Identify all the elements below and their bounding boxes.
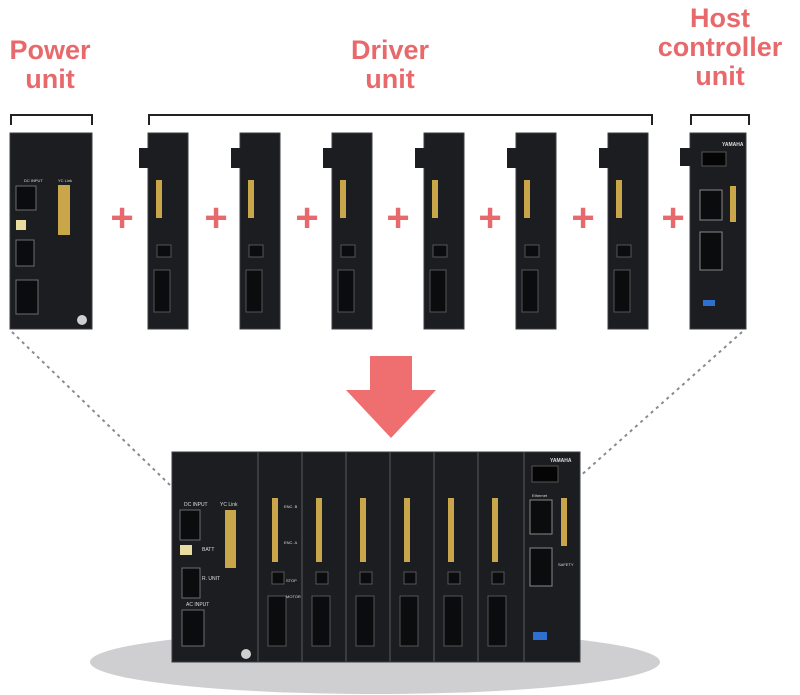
dc-input-text: DC INPUT xyxy=(24,178,43,183)
safety-text: SAFETY xyxy=(558,562,574,567)
motor-text: MOTOR xyxy=(286,594,301,599)
driver-unit-bracket xyxy=(148,114,653,125)
plus-sign: + xyxy=(478,196,502,240)
driver-module xyxy=(415,132,465,330)
host-controller-bracket xyxy=(690,114,750,125)
stop-text: STOP xyxy=(286,578,297,583)
driver-module xyxy=(139,132,189,330)
yc-link-text: YC Link xyxy=(58,178,72,183)
ethernet-text: Ethernet xyxy=(532,493,548,498)
rack-driver-slot xyxy=(443,498,463,647)
driver-module xyxy=(507,132,557,330)
plus-sign: + xyxy=(204,196,228,240)
dotted-connector-right xyxy=(577,331,743,479)
driver-module xyxy=(323,132,373,330)
down-arrow-icon xyxy=(346,356,436,438)
rack-driver-slot xyxy=(399,498,419,647)
rack-driver-slot: ENC. B ENC. A STOP MOTOR xyxy=(267,498,301,647)
driver-unit-label: Driver unit xyxy=(350,35,430,94)
yamaha-brand-text: YAMAHA xyxy=(722,142,744,148)
dotted-connector-left xyxy=(11,331,173,488)
rack-yc-link-text: YC Link xyxy=(220,502,238,508)
rack-yamaha-text: YAMAHA xyxy=(550,458,572,464)
rack-driver-slot xyxy=(487,498,507,647)
rack-driver-slot xyxy=(355,498,375,647)
enc-b-text: ENC. B xyxy=(284,504,298,509)
power-unit-module: DC INPUT YC Link xyxy=(9,132,93,330)
rack-driver-slot xyxy=(311,498,331,647)
rack-controller-slot: YAMAHA Ethernet SAFETY xyxy=(529,458,574,640)
plus-sign: + xyxy=(571,196,595,240)
driver-module xyxy=(599,132,649,330)
rack-r-unit-text: R. UNIT xyxy=(202,576,220,582)
rack-dc-input-text: DC INPUT xyxy=(184,502,208,508)
power-unit-label: Power unit xyxy=(9,35,91,94)
host-controller-unit-label: Host controller unit xyxy=(657,3,783,91)
plus-sign: + xyxy=(110,196,134,240)
driver-module xyxy=(231,132,281,330)
host-controller-module: YAMAHA xyxy=(680,132,747,330)
plus-sign: + xyxy=(661,196,685,240)
power-unit-bracket xyxy=(10,114,93,125)
plus-sign: + xyxy=(386,196,410,240)
combined-rack: DC INPUT YC Link BATT R. UNIT AC INPUT E… xyxy=(171,451,581,663)
rack-ac-input-text: AC INPUT xyxy=(186,602,209,608)
enc-a-text: ENC. A xyxy=(284,540,297,545)
plus-sign: + xyxy=(295,196,319,240)
rack-batt-text: BATT xyxy=(202,547,214,553)
